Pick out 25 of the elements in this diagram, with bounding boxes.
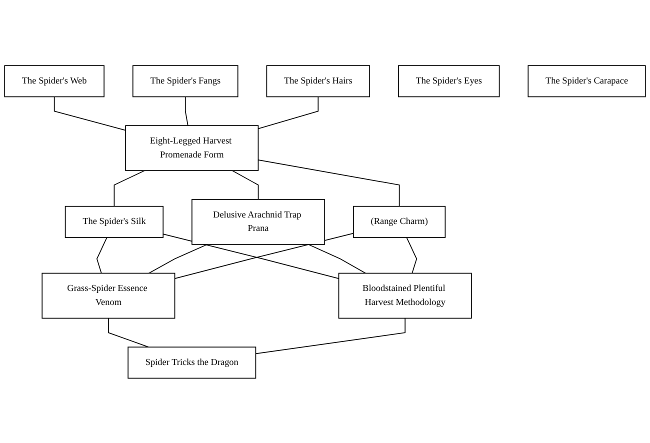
connector: [255, 317, 406, 354]
connector: [108, 317, 149, 348]
node-box: Bloodstained Plentiful Harvest Methodology: [338, 272, 472, 318]
connector: [308, 244, 366, 274]
node-box: Delusive Arachnid Trap Prana: [192, 198, 326, 244]
node-box: The Spider's Hairs: [266, 64, 370, 97]
node-box: The Spider's Carapace: [528, 64, 646, 97]
node-box: The Spider's Fangs: [132, 64, 238, 97]
node-box: Eight-Legged Harvest Promenade Form: [125, 124, 259, 171]
connector: [258, 159, 400, 206]
connector: [232, 170, 259, 200]
connector: [96, 236, 108, 274]
node-box: The Spider's Eyes: [398, 64, 500, 97]
connector: [162, 233, 340, 279]
node-box: The Spider's Web: [4, 64, 104, 97]
node-box: Spider Tricks the Dragon: [128, 346, 256, 378]
connector: [148, 244, 208, 274]
node-box: The Spider's Silk: [64, 206, 164, 238]
connector: [258, 96, 319, 129]
node-box: (Range Charm): [353, 206, 446, 238]
connector: [54, 96, 126, 130]
connector: [406, 236, 418, 274]
node-box: Grass-Spider Essence Venom: [42, 272, 176, 318]
connector: [174, 232, 354, 279]
connector: [184, 96, 188, 126]
